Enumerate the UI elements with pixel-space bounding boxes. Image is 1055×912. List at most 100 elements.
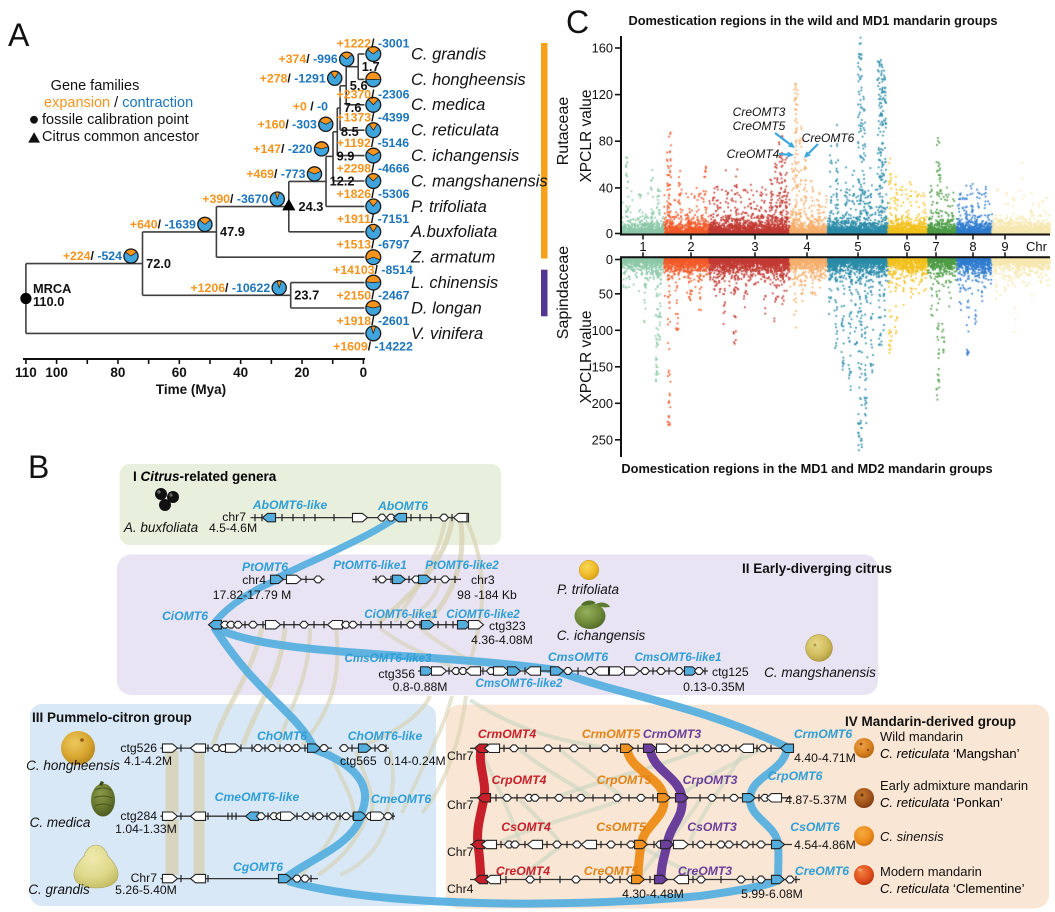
svg-text:CrpOMT3: CrpOMT3 bbox=[683, 773, 738, 787]
svg-text:+1911/ -7151: +1911/ -7151 bbox=[337, 212, 409, 226]
svg-text:0: 0 bbox=[606, 226, 613, 241]
svg-text:CreOMT5: CreOMT5 bbox=[733, 119, 786, 133]
svg-text:7: 7 bbox=[932, 239, 939, 254]
svg-text:80: 80 bbox=[599, 134, 613, 149]
svg-text:CiOMT6-like1: CiOMT6-like1 bbox=[364, 608, 437, 621]
svg-text:+160/ -303: +160/ -303 bbox=[258, 117, 317, 131]
svg-text:110: 110 bbox=[15, 365, 37, 380]
svg-text:CrmOMT5: CrmOMT5 bbox=[582, 727, 640, 741]
svg-text:200: 200 bbox=[592, 396, 613, 411]
svg-text:+1222/ -3001: +1222/ -3001 bbox=[337, 36, 410, 50]
svg-text:CsOMT5: CsOMT5 bbox=[596, 820, 646, 834]
svg-text:CmsOMT6-like2: CmsOMT6-like2 bbox=[476, 677, 564, 690]
svg-text:20: 20 bbox=[294, 365, 309, 380]
svg-text:1: 1 bbox=[639, 239, 646, 254]
svg-text:4.1-4.2M: 4.1-4.2M bbox=[124, 754, 172, 768]
svg-text:Domestication regions in the w: Domestication regions in the wild and MD… bbox=[628, 13, 997, 28]
svg-text:C. grandis: C. grandis bbox=[411, 45, 486, 63]
svg-text:Chr: Chr bbox=[1026, 239, 1048, 254]
svg-text:C: C bbox=[566, 4, 589, 40]
svg-text:Chr4: Chr4 bbox=[447, 882, 474, 896]
svg-text:CsOMT4: CsOMT4 bbox=[501, 820, 551, 834]
svg-text:8: 8 bbox=[969, 239, 976, 254]
svg-text:CrmOMT4: CrmOMT4 bbox=[478, 727, 536, 741]
svg-text:CmeOMT6: CmeOMT6 bbox=[371, 792, 431, 806]
svg-text:80: 80 bbox=[110, 365, 125, 380]
svg-text:4.30-4.48M: 4.30-4.48M bbox=[622, 887, 684, 901]
svg-text:+1192/ -5146: +1192/ -5146 bbox=[337, 136, 409, 150]
svg-text:5.6: 5.6 bbox=[350, 78, 368, 93]
svg-text:17.82-17.79 M: 17.82-17.79 M bbox=[213, 588, 292, 602]
svg-text:50: 50 bbox=[599, 286, 613, 301]
svg-text:Time (Mya): Time (Mya) bbox=[156, 382, 226, 397]
svg-text:CmsOMT6-like3: CmsOMT6-like3 bbox=[345, 652, 433, 665]
svg-text:CreOMT6: CreOMT6 bbox=[802, 131, 855, 145]
svg-text:0: 0 bbox=[360, 365, 368, 380]
svg-text:V. vinifera: V. vinifera bbox=[411, 325, 483, 343]
svg-text:C. mangshanensis: C. mangshanensis bbox=[764, 665, 876, 680]
svg-text:1.04-1.33M: 1.04-1.33M bbox=[115, 822, 177, 836]
svg-text:CreOMT4: CreOMT4 bbox=[727, 147, 780, 161]
svg-text:250: 250 bbox=[592, 432, 613, 447]
svg-text:Citrus common ancestor: Citrus common ancestor bbox=[42, 129, 199, 145]
svg-text:9.9: 9.9 bbox=[337, 149, 355, 164]
svg-text:IV Mandarin-derived group: IV Mandarin-derived group bbox=[845, 714, 1016, 729]
svg-text:III Pummelo-citron group: III Pummelo-citron group bbox=[32, 710, 192, 725]
svg-text:0.13-0.35M: 0.13-0.35M bbox=[683, 680, 745, 694]
svg-text:C. ichangensis: C. ichangensis bbox=[411, 147, 519, 165]
svg-text:24.3: 24.3 bbox=[299, 199, 324, 214]
svg-text:4.36-4.08M: 4.36-4.08M bbox=[471, 633, 533, 647]
svg-text:+147/ -220: +147/ -220 bbox=[253, 142, 312, 156]
svg-text:CrpOMT4: CrpOMT4 bbox=[492, 773, 547, 787]
svg-text:CreOMT3: CreOMT3 bbox=[678, 864, 732, 878]
svg-text:+1826/ -5306: +1826/ -5306 bbox=[337, 187, 410, 201]
svg-text:100: 100 bbox=[45, 365, 68, 380]
svg-text:+374/ -996: +374/ -996 bbox=[279, 52, 338, 66]
svg-text:0.14-0.24M: 0.14-0.24M bbox=[384, 754, 446, 768]
svg-text:1.7: 1.7 bbox=[362, 59, 380, 74]
svg-text:PtOMT6: PtOMT6 bbox=[242, 560, 288, 574]
svg-text:C. reticulata ‘Mangshan’: C. reticulata ‘Mangshan’ bbox=[880, 746, 1020, 761]
svg-text:Domestication regions in the M: Domestication regions in the MD1 and MD2… bbox=[621, 461, 992, 476]
svg-text:AbOMT6-like: AbOMT6-like bbox=[252, 498, 328, 512]
svg-text:+224/ -524: +224/ -524 bbox=[63, 249, 122, 263]
svg-text:Chr7: Chr7 bbox=[131, 871, 158, 885]
svg-text:chr7: chr7 bbox=[222, 510, 246, 524]
svg-text:C. reticulata ‘Clementine’: C. reticulata ‘Clementine’ bbox=[880, 881, 1025, 896]
svg-text:B: B bbox=[28, 449, 49, 485]
svg-text:ctg565: ctg565 bbox=[340, 754, 377, 768]
svg-text:0: 0 bbox=[606, 252, 613, 267]
svg-text:+1609/ -14222: +1609/ -14222 bbox=[333, 339, 413, 353]
svg-text:7.6: 7.6 bbox=[344, 100, 362, 115]
svg-text:I Citrus-related genera: I Citrus-related genera bbox=[133, 469, 277, 484]
svg-text:12.2: 12.2 bbox=[330, 174, 355, 189]
svg-text:CrmOMT3: CrmOMT3 bbox=[643, 727, 701, 741]
svg-text:ctg526: ctg526 bbox=[120, 741, 157, 755]
svg-text:Z. armatum: Z. armatum bbox=[410, 249, 495, 267]
svg-text:C. mangshanensis: C. mangshanensis bbox=[411, 172, 548, 190]
svg-text:CgOMT6: CgOMT6 bbox=[233, 860, 283, 874]
svg-text:+469/ -773: +469/ -773 bbox=[246, 167, 305, 181]
svg-text:chr3: chr3 bbox=[471, 573, 495, 587]
svg-text:ctg356: ctg356 bbox=[378, 667, 415, 681]
svg-text:+640/ -1639: +640/ -1639 bbox=[130, 217, 196, 231]
svg-text:5: 5 bbox=[854, 239, 861, 254]
svg-text:40: 40 bbox=[233, 365, 248, 380]
svg-text:+2370/ -2306: +2370/ -2306 bbox=[337, 87, 410, 101]
svg-text:fossile calibration point: fossile calibration point bbox=[42, 112, 189, 128]
svg-text:D. longan: D. longan bbox=[411, 299, 482, 317]
svg-text:A. buxfoliata: A. buxfoliata bbox=[123, 520, 199, 535]
svg-text:CreOMT5: CreOMT5 bbox=[584, 864, 638, 878]
svg-text:C. ichangensis: C. ichangensis bbox=[557, 628, 646, 643]
svg-text:Wild mandarin: Wild mandarin bbox=[880, 729, 963, 744]
svg-text:XPCLR value: XPCLR value bbox=[578, 310, 595, 403]
svg-text:60: 60 bbox=[172, 365, 187, 380]
svg-text:A.buxfoliata: A.buxfoliata bbox=[410, 223, 497, 241]
svg-text:CreOMT4: CreOMT4 bbox=[496, 864, 550, 878]
svg-text:+2298/ -4666: +2298/ -4666 bbox=[337, 161, 410, 175]
svg-text:2: 2 bbox=[687, 239, 694, 254]
svg-text:+0 / -0: +0 / -0 bbox=[293, 100, 328, 114]
svg-text:C. reticulata: C. reticulata bbox=[411, 122, 499, 140]
svg-text:98 -184 Kb: 98 -184 Kb bbox=[457, 588, 517, 602]
svg-text:+278/ -1291: +278/ -1291 bbox=[260, 71, 326, 85]
